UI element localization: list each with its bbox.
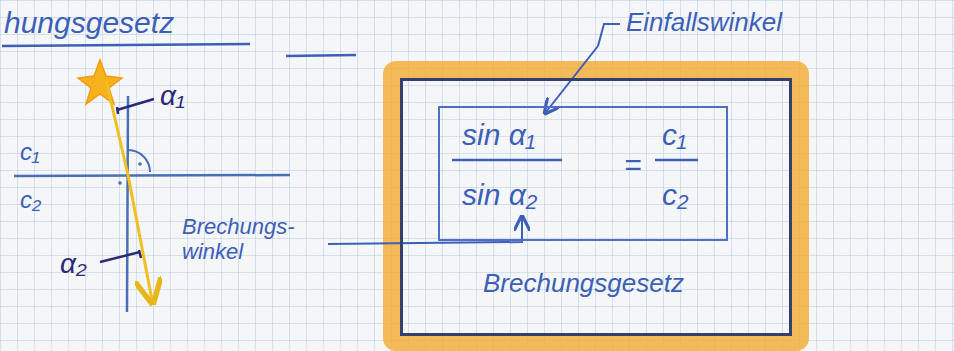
medium-label: c₂: [20, 186, 41, 214]
angle-label: α₁: [160, 80, 185, 112]
formula-numerator: c₁: [662, 118, 686, 153]
angle-tick: [139, 250, 141, 258]
angle-tick: [117, 107, 118, 114]
formula-box: sin α₁ sin α₂ = c₁ c₂: [438, 106, 728, 241]
highlight-box: Brechungsgesetz sin α₁ sin α₂ = c₁ c₂: [400, 78, 792, 336]
angle-name: Einfallswinkel: [626, 8, 782, 38]
angle-tick: [117, 99, 154, 110]
medium-label: c₁: [20, 138, 40, 166]
fraction-bar: [452, 159, 562, 162]
title-underline: [2, 44, 250, 46]
angle-tick: [100, 252, 140, 262]
title-underline: [286, 55, 356, 56]
formula-denominator: c₂: [662, 178, 688, 213]
leader-line: [598, 24, 620, 46]
right-angle-dot: [138, 162, 142, 166]
light-source-star: [78, 60, 122, 104]
box-caption: Brechungsgesetz: [483, 269, 684, 299]
highlight-frame: [392, 70, 800, 342]
boundary-line: [14, 175, 290, 176]
formula-equals: =: [624, 148, 642, 183]
light-ray: [106, 80, 152, 300]
formula-numerator: sin α₁: [462, 118, 535, 153]
fraction-bar: [655, 159, 698, 162]
right-angle-dot: [118, 181, 122, 185]
right-angle-mark: [128, 150, 150, 172]
angle-label: α₂: [60, 248, 87, 280]
normal-line: [127, 96, 128, 312]
page-title: hungsgesetz: [4, 6, 174, 41]
angle-name: Brechungs- winkel: [182, 214, 310, 265]
formula-denominator: sin α₂: [462, 178, 537, 213]
